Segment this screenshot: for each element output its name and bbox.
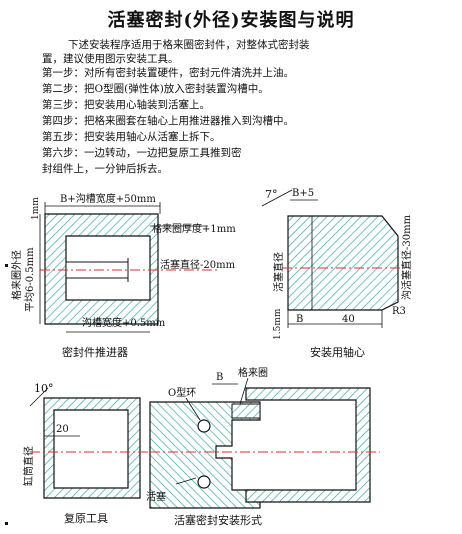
assembly-oring-label: O型环 bbox=[168, 386, 196, 399]
o-ring-bottom bbox=[197, 475, 211, 489]
restore-tool-drawing: 10° 20 缸筒直径 复原工具 bbox=[22, 382, 150, 525]
mandrel-left-label: 活塞直径 bbox=[272, 252, 285, 292]
pusher-top-dim: B+沟槽宽度+50mm bbox=[60, 192, 156, 205]
pusher-body bbox=[44, 213, 159, 325]
step-5: 第五步：把安装用轴心从活塞上拆下。 bbox=[42, 131, 221, 143]
pusher-seal-thickness: 格来圈厚度+1mm bbox=[152, 222, 236, 235]
pusher-caption: 密封件推进器 bbox=[62, 345, 128, 359]
pusher-1mm-label: 1mm bbox=[31, 197, 41, 220]
piston-body bbox=[149, 401, 261, 509]
restore-left-label: 缸筒直径 bbox=[22, 446, 35, 486]
mandrel-top-dim: B+5 bbox=[292, 188, 314, 199]
mandrel-dim-40: 40 bbox=[342, 314, 355, 325]
mandrel-r3: R3 bbox=[392, 306, 406, 317]
mandrel-caption: 安装用轴心 bbox=[310, 345, 365, 359]
restore-angle: 10° bbox=[34, 382, 54, 395]
step-1: 第一步：对所有密封装置硬件，密封元件清洗并上油。 bbox=[42, 67, 294, 79]
mandrel-drawing: 7° B+5 活塞直径 沟活塞直径-30mm 1.5mm B 40 R3 安装用… bbox=[261, 188, 413, 359]
step-6-continued: 封组件上，一分钟后拆去。 bbox=[42, 163, 168, 175]
restore-tool-body bbox=[43, 397, 141, 499]
pusher-piston-dia: 活塞直径-20mm bbox=[160, 258, 236, 271]
mandrel-dim-15: 1.5mm bbox=[273, 308, 283, 340]
step-4: 第四步：把格来圈套在轴心上用推进器推入到沟槽中。 bbox=[42, 115, 294, 127]
mandrel-angle: 7° bbox=[265, 188, 278, 201]
step-6: 第六步：一边转动，一边把复原工具推到密 bbox=[42, 147, 242, 159]
pusher-groove-width: 沟槽宽度+0.5mm bbox=[82, 316, 166, 329]
step-3: 第三步：把安装用心轴装到活塞上。 bbox=[42, 99, 210, 111]
mandrel-right-label: 沟活塞直径-30mm bbox=[400, 214, 413, 300]
restore-dim-20: 20 bbox=[56, 424, 69, 435]
pusher-avg-label: 平均6-0.5mm bbox=[24, 247, 36, 312]
assembly-piston-label: 活塞 bbox=[146, 490, 166, 503]
seal-pusher-drawing: B+沟槽宽度+50mm 1mm 格来圈厚度+1mm 格来圈外径 平均6-0.5m… bbox=[10, 192, 236, 359]
mandrel-dim-b: B bbox=[296, 314, 303, 325]
mandrel-body bbox=[287, 215, 399, 311]
assembly-drawing: O型环 B 格来圈 活塞 活塞密封安装形式 bbox=[146, 366, 380, 527]
intro-line-2: 置，建议使用图示安装工具。 bbox=[42, 53, 179, 65]
page-marker-bottom bbox=[5, 522, 8, 525]
intro-line-1: 下述安装程序适用于格来圈密封件，对整体式密封装 bbox=[68, 39, 310, 51]
seal-ring bbox=[231, 403, 261, 419]
step-2: 第二步：把O型圈(弹性体)放入密封装置沟槽中。 bbox=[42, 83, 269, 95]
assembly-seal-label: 格来圈 bbox=[238, 366, 268, 379]
assembly-dim-b: B bbox=[216, 372, 223, 383]
page-title: 活塞密封(外径)安装图与说明 bbox=[107, 10, 355, 31]
restore-caption: 复原工具 bbox=[64, 511, 108, 525]
pusher-left-label: 格来圈外径 bbox=[10, 250, 23, 300]
assembly-caption: 活塞密封安装形式 bbox=[174, 513, 262, 527]
cylinder-body bbox=[245, 387, 371, 503]
o-ring-top bbox=[197, 419, 211, 433]
page-marker-top bbox=[5, 264, 8, 267]
